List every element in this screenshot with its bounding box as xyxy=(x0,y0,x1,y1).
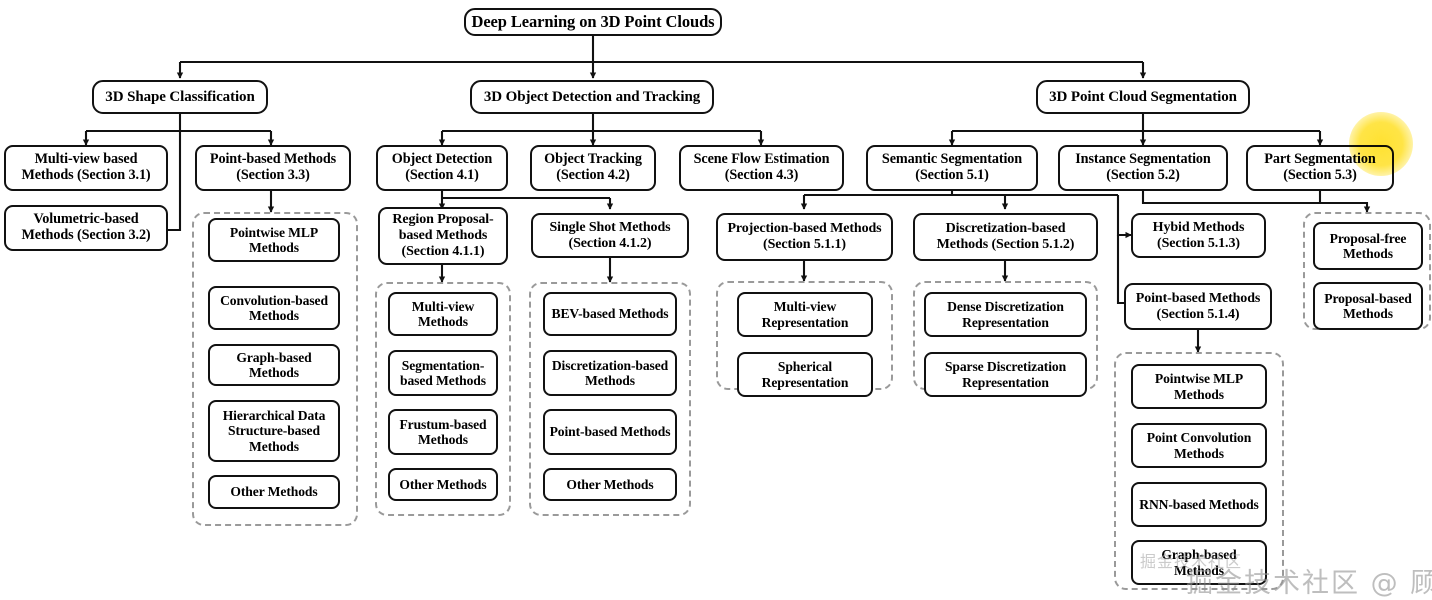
leaf-graph-based-methods-seg[interactable]: Graph-based Methods xyxy=(1131,540,1267,585)
leaf-spherical-representation[interactable]: Spherical Representation xyxy=(737,352,873,397)
leaf-hierarchical-data-structure-based-methods[interactable]: Hierarchical Data Structure-based Method… xyxy=(208,400,340,462)
leaf-bev-based-methods-ss[interactable]: BEV-based Methods xyxy=(543,292,677,336)
node-object-detection[interactable]: Object Detection (Section 4.1) xyxy=(376,145,508,191)
node-object-tracking[interactable]: Object Tracking (Section 4.2) xyxy=(530,145,656,191)
leaf-pointwise-mlp-methods-shape[interactable]: Pointwise MLP Methods xyxy=(208,218,340,262)
node-projection-based-methods[interactable]: Projection-based Methods (Section 5.1.1) xyxy=(716,213,893,261)
leaf-proposal-based-methods[interactable]: Proposal-based Methods xyxy=(1313,282,1423,330)
leaf-graph-based-methods-shape[interactable]: Graph-based Methods xyxy=(208,344,340,386)
leaf-rnn-based-methods[interactable]: RNN-based Methods xyxy=(1131,482,1267,527)
group-single-shot xyxy=(529,282,691,516)
leaf-segmentation-based-methods-rp[interactable]: Segmentation-based Methods xyxy=(388,350,498,396)
node-root[interactable]: Deep Learning on 3D Point Clouds xyxy=(464,8,722,36)
node-semantic-segmentation[interactable]: Semantic Segmentation (Section 5.1) xyxy=(866,145,1038,191)
leaf-sparse-discretization-representation[interactable]: Sparse Discretization Representation xyxy=(924,352,1087,397)
node-3d-point-cloud-segmentation[interactable]: 3D Point Cloud Segmentation xyxy=(1036,80,1250,114)
node-point-based-methods-3-3[interactable]: Point-based Methods (Section 3.3) xyxy=(195,145,351,191)
node-instance-segmentation[interactable]: Instance Segmentation (Section 5.2) xyxy=(1058,145,1228,191)
leaf-other-methods-rp[interactable]: Other Methods xyxy=(388,468,498,501)
leaf-point-convolution-methods[interactable]: Point Convolution Methods xyxy=(1131,423,1267,468)
leaf-proposal-free-methods[interactable]: Proposal-free Methods xyxy=(1313,222,1423,270)
node-region-proposal-based-methods[interactable]: Region Proposal-based Methods (Section 4… xyxy=(378,207,508,265)
node-discretization-based-methods-seg[interactable]: Discretization-based Methods (Section 5.… xyxy=(913,213,1098,261)
leaf-multi-view-methods-rp[interactable]: Multi-view Methods xyxy=(388,292,498,336)
node-3d-object-detection-and-tracking[interactable]: 3D Object Detection and Tracking xyxy=(470,80,714,114)
leaf-discretization-based-methods-ss[interactable]: Discretization-based Methods xyxy=(543,350,677,396)
node-part-segmentation[interactable]: Part Segmentation (Section 5.3) xyxy=(1246,145,1394,191)
leaf-multi-view-representation[interactable]: Multi-view Representation xyxy=(737,292,873,337)
group-region-proposal xyxy=(375,282,511,516)
leaf-frustum-based-methods-rp[interactable]: Frustum-based Methods xyxy=(388,409,498,455)
leaf-dense-discretization-representation[interactable]: Dense Discretization Representation xyxy=(924,292,1087,337)
node-volumetric-based-methods[interactable]: Volumetric-based Methods (Section 3.2) xyxy=(4,205,168,251)
leaf-other-methods-shape[interactable]: Other Methods xyxy=(208,475,340,509)
group-shape-point-based xyxy=(192,212,358,526)
leaf-convolution-based-methods[interactable]: Convolution-based Methods xyxy=(208,286,340,330)
node-single-shot-methods[interactable]: Single Shot Methods (Section 4.1.2) xyxy=(531,213,689,258)
node-hybid-methods[interactable]: Hybid Methods (Section 5.1.3) xyxy=(1131,213,1266,258)
group-segmentation-point-based xyxy=(1114,352,1284,590)
leaf-point-based-methods-ss[interactable]: Point-based Methods xyxy=(543,409,677,455)
node-scene-flow-estimation[interactable]: Scene Flow Estimation (Section 4.3) xyxy=(679,145,844,191)
leaf-pointwise-mlp-methods-seg[interactable]: Pointwise MLP Methods xyxy=(1131,364,1267,409)
node-point-based-methods-5-1-4[interactable]: Point-based Methods (Section 5.1.4) xyxy=(1124,283,1272,330)
node-3d-shape-classification[interactable]: 3D Shape Classification xyxy=(92,80,268,114)
leaf-other-methods-ss[interactable]: Other Methods xyxy=(543,468,677,501)
node-multi-view-based-methods[interactable]: Multi-view based Methods (Section 3.1) xyxy=(4,145,168,191)
